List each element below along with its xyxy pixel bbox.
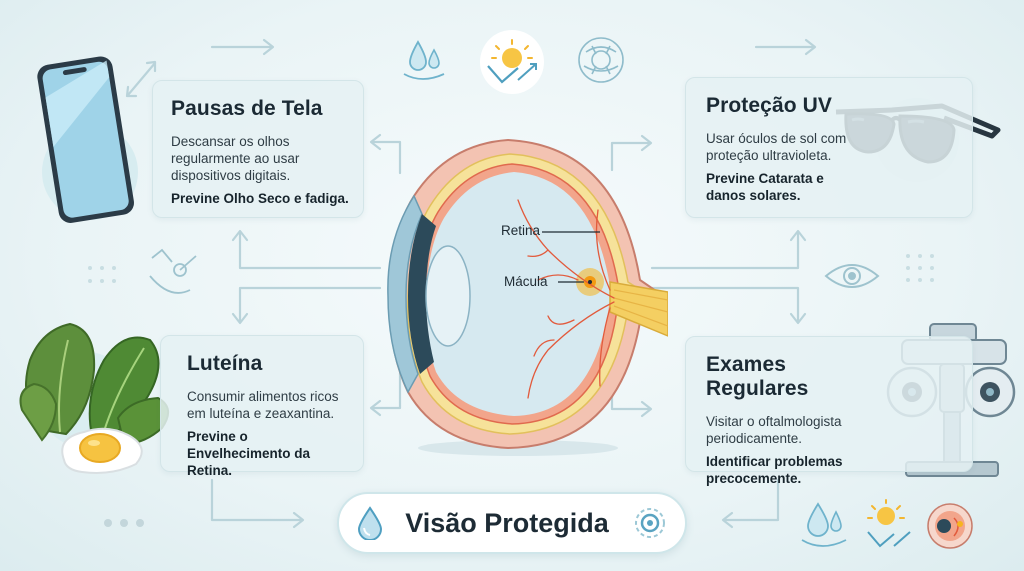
card-description: Visitar o oftalmologista periodicamente. [706,414,842,446]
arrow-icon [754,38,817,56]
arrow-icon [369,133,402,175]
card-description: Descansar os olhos regularmente ao usar … [171,134,300,183]
card-title: Luteína [187,352,263,375]
sun-icon [867,499,911,548]
card-benefit: Identificar problemas precocemente. [706,454,843,486]
eye-icon [824,264,880,288]
card-exames-regulares: Exames Regulares Visitar o oftalmologist… [685,336,973,486]
arrow-icon [125,60,157,98]
leafy-greens-icon [19,322,169,474]
arrow-icon [231,286,382,325]
lens [425,245,471,347]
smartphone-icon [37,56,138,223]
eye-scan-icon [149,248,197,294]
dots-icon [104,519,144,527]
arrow-icon [610,134,653,172]
optic-nerve [609,281,668,337]
card-description: Consumir alimentos ricos em luteína e ze… [187,389,339,421]
card-benefit: Previne o Envelhecimento da Retina. [187,429,311,478]
iris-icon [578,37,624,83]
arrow-icon [210,478,305,529]
arrow-icon [210,38,275,56]
card-protecao-uv: Proteção UV Usar óculos de sol com prote… [685,77,973,218]
sun-icon [480,30,544,94]
cornea [387,194,423,394]
arrow-icon [369,371,402,417]
bottom-icon-strip [801,499,973,549]
card-benefit: Previne Catarata e danos solares. [706,171,824,203]
top-icon-strip [403,30,624,94]
iris [408,214,436,374]
card-description: Usar óculos de sol com proteção ultravio… [706,131,847,163]
dots-icon [906,254,934,282]
blood-vessels [517,199,615,399]
water-drop-icon [801,502,847,547]
eye-target-icon [634,508,665,538]
card-benefit: Previne Olho Seco e fadiga. [171,191,349,206]
vitreous [425,172,630,416]
footer-title: Visão Protegida [405,507,609,538]
card-luteina: Luteína Consumir alimentos ricos em lute… [160,335,364,478]
card-pausas-de-tela: Pausas de Tela Descansar os olhos regula… [152,80,364,218]
water-drop-icon [358,506,383,540]
footer-badge: Visão Protegida [337,492,687,554]
card-title: Proteção UV [706,94,832,117]
card-title: Exames Regulares [706,353,809,400]
egg-icon [61,427,143,474]
arrow-icon [650,229,807,270]
dots-icon [88,266,116,283]
water-drop-icon [403,40,445,80]
card-title: Pausas de Tela [171,97,323,120]
arrow-icon [231,229,382,270]
arrow-icon [650,286,807,325]
eye-diagram [387,138,668,456]
retina-label: Retina [501,223,541,238]
macula-label: Mácula [504,274,548,289]
arrow-icon [721,478,780,529]
eye-icon [927,503,973,549]
